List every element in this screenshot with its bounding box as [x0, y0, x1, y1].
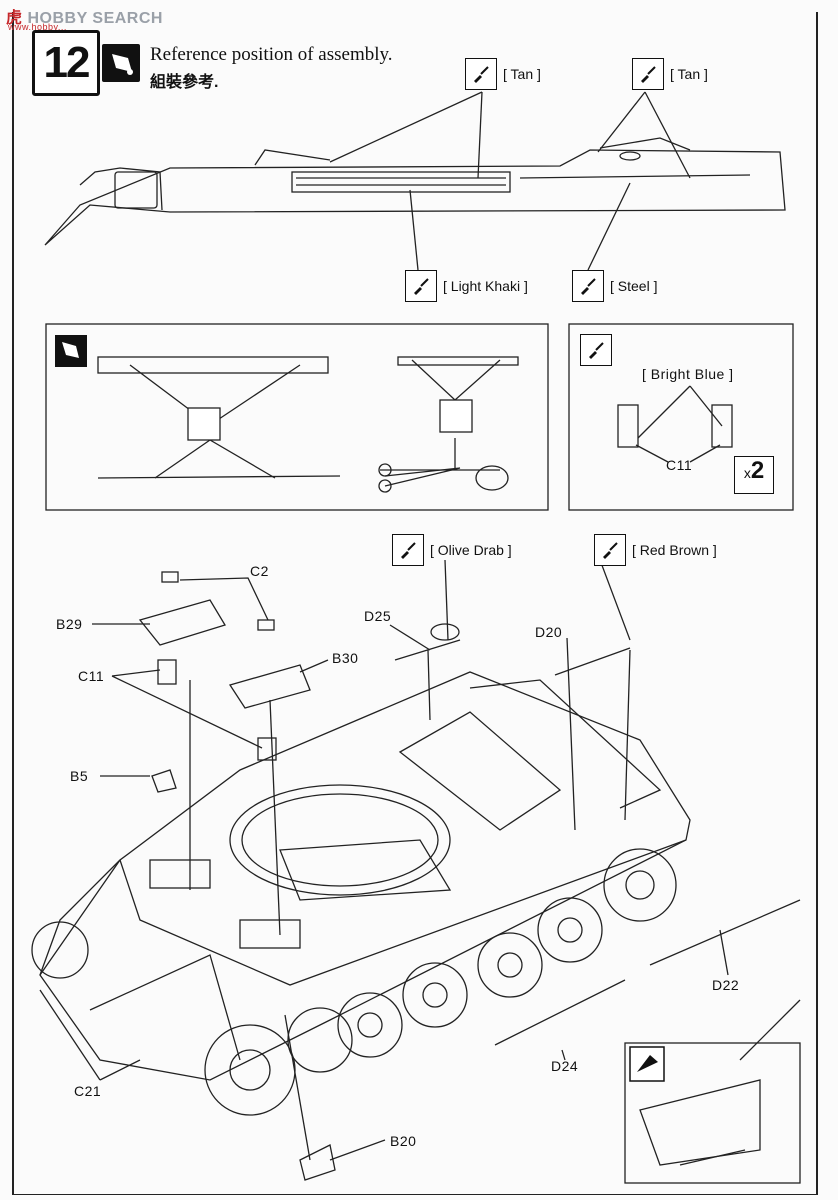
reference-text-zh: 組裝參考. — [150, 74, 219, 91]
part-label-d20: D20 — [535, 624, 563, 640]
paint-label: [ Steel ] — [610, 278, 658, 294]
reference-text-en: Reference position of assembly. — [150, 44, 393, 65]
part-label-b30: B30 — [332, 650, 359, 666]
part-label-b20: B20 — [390, 1133, 417, 1149]
brush-icon — [572, 270, 604, 302]
part-label-d24: D24 — [551, 1058, 579, 1074]
part-label-c11: C11 — [78, 668, 105, 684]
brush-icon — [465, 58, 497, 90]
paint-callout-olive-drab: [ Olive Drab ] — [392, 534, 512, 566]
paint-callout-box2-icon — [580, 334, 612, 366]
watermark-cn: 虎 — [6, 10, 23, 27]
paint-label: [ Light Khaki ] — [443, 278, 528, 294]
watermark: 虎 HOBBY SEARCH www.hobby... — [6, 4, 163, 32]
watermark-sub: www.hobby... — [8, 22, 67, 32]
watermark-text: HOBBY SEARCH — [27, 10, 163, 27]
multiplier-count: 2 — [750, 457, 765, 484]
paint-callout-tan-2: [ Tan ] — [632, 58, 708, 90]
paint-label: [ Red Brown ] — [632, 542, 717, 558]
brush-icon — [392, 534, 424, 566]
paint-label: [ Olive Drab ] — [430, 542, 512, 558]
quantity-badge: x 2 — [734, 456, 774, 494]
multiplier-sign: x — [743, 465, 751, 481]
part-label-c11-box: C11 — [666, 457, 693, 473]
part-label-d22: D22 — [712, 977, 740, 993]
paint-callout-tan-1: [ Tan ] — [465, 58, 541, 90]
paint-label: [ Tan ] — [670, 66, 708, 82]
brush-icon — [580, 334, 612, 366]
part-label-c2: C2 — [250, 563, 269, 579]
part-label-c21: C21 — [74, 1083, 102, 1099]
paint-label-bright-blue: [ Bright Blue ] — [642, 366, 734, 382]
part-label-b5: B5 — [70, 768, 89, 784]
brush-icon — [594, 534, 626, 566]
paint-label: [ Tan ] — [503, 66, 541, 82]
brush-icon — [405, 270, 437, 302]
part-label-b29: B29 — [56, 616, 83, 632]
part-label-d25: D25 — [364, 608, 392, 624]
paint-callout-light-khaki: [ Light Khaki ] — [405, 270, 528, 302]
page-frame — [12, 12, 818, 1195]
paint-callout-red-brown: [ Red Brown ] — [594, 534, 717, 566]
step-number: 12 — [32, 30, 100, 96]
paint-callout-steel: [ Steel ] — [572, 270, 657, 302]
reference-icon — [102, 44, 140, 82]
brush-icon — [632, 58, 664, 90]
